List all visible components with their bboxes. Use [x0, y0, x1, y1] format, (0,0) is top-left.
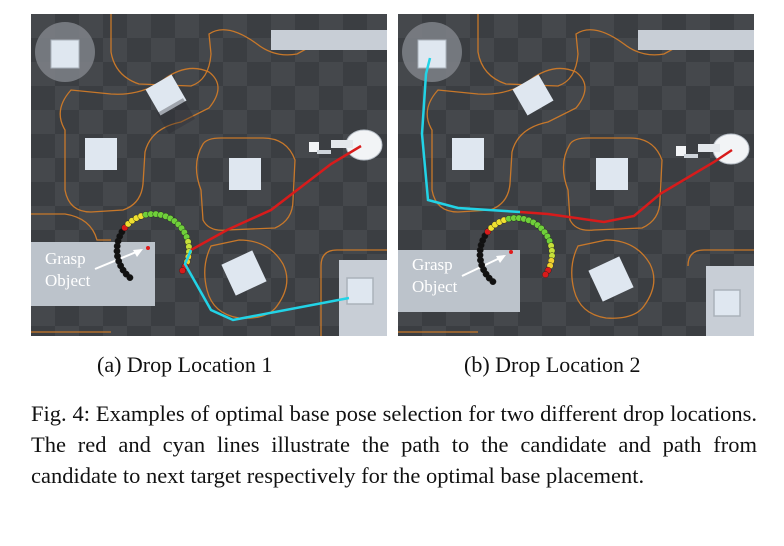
block [452, 138, 484, 170]
figure-caption: Fig. 4: Examples of optimal base pose se… [31, 398, 757, 491]
drop-block [713, 289, 741, 317]
robot-icon [309, 129, 383, 161]
candidate-dot [542, 271, 549, 278]
path-to-target [183, 249, 350, 322]
path-to-target [420, 57, 521, 214]
figure-caption-text: Examples of optimal base pose selection … [31, 401, 757, 488]
grasp-label-line1: Grasp [412, 255, 453, 274]
subcaption-b: (b) Drop Location 2 [464, 352, 641, 377]
panel-drop-location-2: Grasp Object [398, 14, 754, 336]
block [221, 250, 267, 296]
grasp-object-point [509, 250, 513, 254]
panel-drop-location-1: Grasp Object [31, 14, 387, 336]
block [588, 256, 634, 302]
top-bar [638, 30, 754, 50]
figure-caption-prefix: Fig. 4: [31, 401, 90, 426]
grasp-object-point [146, 246, 150, 250]
candidate-ring [476, 214, 556, 285]
block [229, 158, 261, 190]
scene-drop-location-1: Grasp Object [31, 14, 387, 336]
grasp-label-line2: Object [412, 277, 458, 296]
path-to-candidate [190, 144, 362, 252]
scene-drop-location-2: Grasp Object [398, 14, 754, 336]
block [512, 74, 554, 116]
block [85, 138, 117, 170]
pad-block [417, 39, 447, 69]
grasp-label-line1: Grasp [45, 249, 86, 268]
top-bar [271, 30, 387, 50]
block-shadow [157, 98, 195, 134]
grasp-label-line2: Object [45, 271, 91, 290]
block [596, 158, 628, 190]
pad-block [50, 39, 80, 69]
block [145, 74, 187, 116]
path-to-candidate [519, 148, 733, 224]
contour-lines [31, 14, 387, 336]
candidate-dot [179, 267, 186, 275]
subcaption-a: (a) Drop Location 1 [97, 352, 273, 377]
drop-target-block [346, 277, 374, 305]
